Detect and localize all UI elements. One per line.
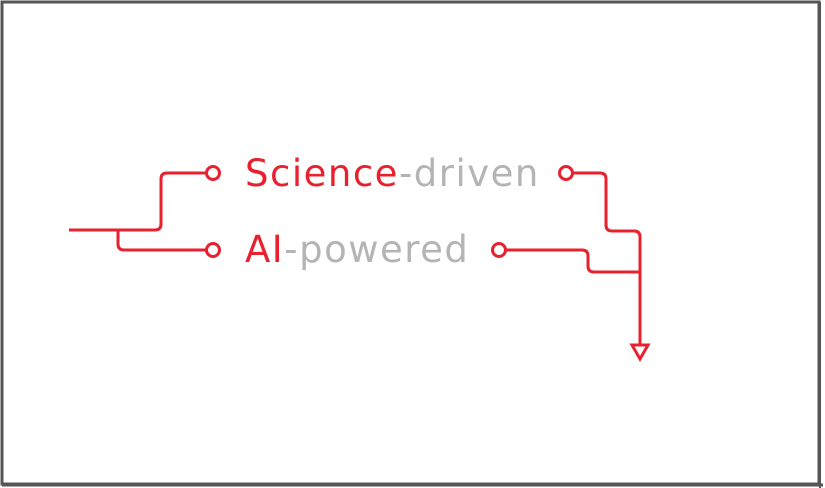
tagline-line-1: Science-driven — [245, 152, 540, 195]
output-node-lower — [491, 242, 507, 258]
tagline-accent-science: Science — [245, 152, 399, 195]
input-branch-upper — [69, 171, 206, 232]
tagline-rest-powered: -powered — [284, 228, 469, 271]
tagline-accent-ai: AI — [245, 228, 284, 271]
input-node-lower — [205, 242, 221, 258]
tagline-rest-driven: -driven — [399, 152, 540, 195]
tagline-line-2: AI-powered — [245, 228, 469, 271]
output-branch-upper — [573, 171, 642, 345]
input-branch-lower — [116, 230, 206, 252]
arrow-down-icon — [629, 343, 651, 363]
output-node-upper — [558, 165, 574, 181]
output-branch-lower — [506, 248, 640, 274]
input-node-upper — [205, 165, 221, 181]
